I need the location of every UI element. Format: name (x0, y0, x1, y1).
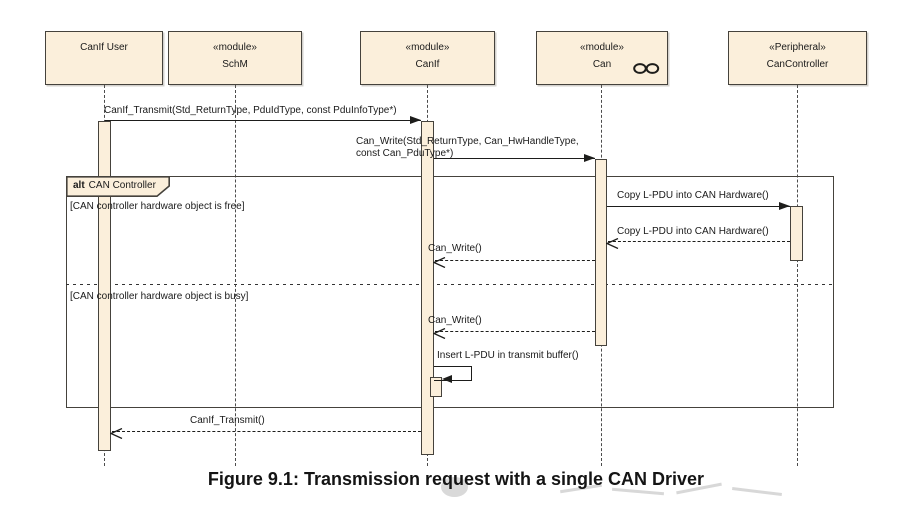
filled-arrowhead (584, 154, 595, 162)
participant-label: CanController (766, 59, 829, 70)
filled-arrowhead (410, 116, 421, 124)
message-label-insert-lpdu-self: Insert L-PDU in transmit buffer() (437, 350, 579, 361)
open-arrowhead (432, 255, 446, 273)
guard-free: [CAN controller hardware object is free] (70, 201, 245, 212)
participant-stereotype: «Peripheral» (769, 42, 826, 53)
filled-arrowhead (779, 202, 790, 210)
filled-arrowhead (442, 375, 452, 383)
participant-stereotype: «module» (580, 42, 624, 53)
guard-busy: [CAN controller hardware object is busy] (70, 291, 249, 302)
alt-fragment-frame (66, 176, 834, 408)
message-line-copy-lpdu-call (607, 206, 790, 207)
participant-box-cancontroller: «Peripheral» CanController (728, 31, 867, 85)
participant-stereotype: «module» (405, 42, 450, 53)
activation-can (595, 159, 607, 346)
participant-label: CanIf (415, 59, 440, 70)
activation-canif-nested (430, 377, 442, 397)
participant-box-canif-user: CanIf User (45, 31, 163, 85)
participant-stereotype: «module» (213, 42, 257, 53)
message-line-can-write-call (434, 158, 595, 159)
message-label-can-write-return-free: Can_Write() (428, 243, 482, 254)
message-label-can-write-return-busy: Can_Write() (428, 315, 482, 326)
lifeline-cancontroller (797, 85, 798, 466)
participant-label: SchM (222, 59, 248, 70)
message-label-copy-lpdu-return: Copy L-PDU into CAN Hardware() (617, 226, 769, 237)
alt-fragment-divider (66, 284, 834, 286)
message-line-canif-transmit-call (105, 120, 421, 121)
participant-box-schm: «module» SchM (168, 31, 302, 85)
message-line-can-write-return-free (435, 260, 595, 261)
message-line-can-write-return-busy (435, 331, 595, 332)
lifeline-schm (235, 85, 236, 466)
self-message-loop (434, 366, 472, 381)
activation-canif-user (98, 121, 111, 451)
activation-canif (421, 121, 434, 455)
fragment-title: CAN Controller (88, 180, 156, 191)
message-label-can-write-call: Can_Write(Std_ReturnType, Can_HwHandleTy… (356, 136, 579, 159)
open-arrowhead (605, 236, 619, 254)
figure-caption: Figure 9.1: Transmission request with a … (207, 469, 705, 489)
activation-cancontroller (790, 206, 803, 261)
fragment-operator: alt (73, 180, 85, 191)
message-label-copy-lpdu-call: Copy L-PDU into CAN Hardware() (617, 190, 769, 201)
message-line-copy-lpdu-return (608, 241, 790, 242)
participant-box-can: «module» Can (536, 31, 668, 85)
open-arrowhead (432, 326, 446, 344)
message-label-canif-transmit-call: CanIf_Transmit(Std_ReturnType, PduIdType… (104, 105, 397, 116)
open-arrowhead (109, 426, 123, 444)
participant-label: Can (592, 59, 612, 70)
message-line-canif-transmit-return (112, 431, 421, 432)
participant-label: CanIf User (80, 42, 128, 53)
linked-circles-icon (633, 62, 660, 79)
message-label-canif-transmit-return: CanIf_Transmit() (190, 415, 265, 426)
participant-box-canif: «module» CanIf (360, 31, 495, 85)
